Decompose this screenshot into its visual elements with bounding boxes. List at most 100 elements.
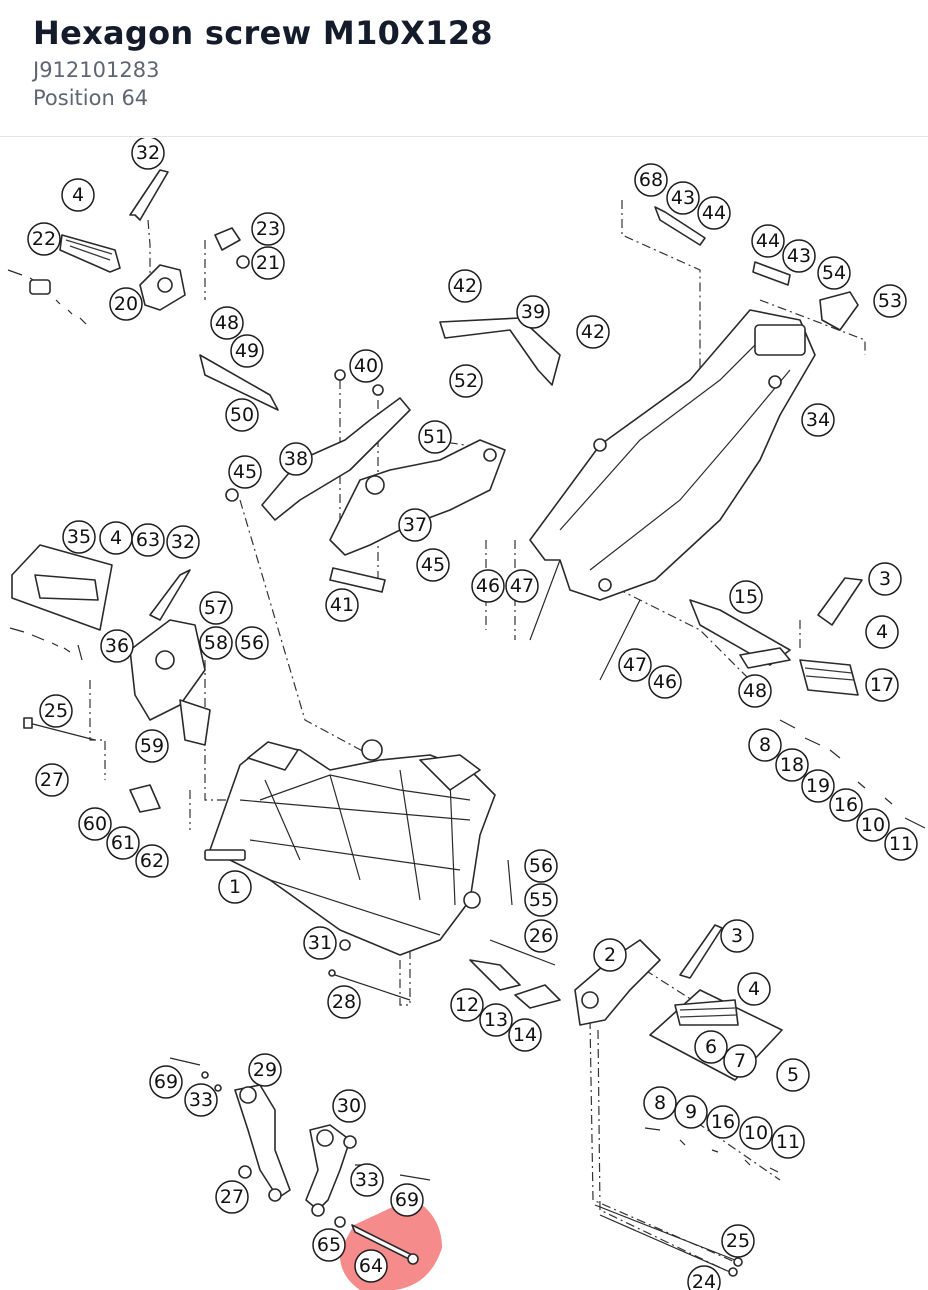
callout-32[interactable]: 32 (131, 138, 165, 170)
callout-47b[interactable]: 47 (618, 648, 652, 682)
callout-1[interactable]: 1 (218, 870, 252, 904)
callout-25a[interactable]: 25 (39, 694, 73, 728)
callout-42a[interactable]: 42 (448, 269, 482, 303)
callout-18[interactable]: 18 (775, 748, 809, 782)
callout-35[interactable]: 35 (62, 520, 96, 554)
callout-34[interactable]: 34 (801, 403, 835, 437)
callout-55[interactable]: 55 (524, 883, 558, 917)
callout-8b[interactable]: 8 (643, 1086, 677, 1120)
callout-32b[interactable]: 32 (166, 525, 200, 559)
callout-59[interactable]: 59 (135, 729, 169, 763)
callout-23[interactable]: 23 (251, 212, 285, 246)
callout-44a[interactable]: 44 (697, 196, 731, 230)
callout-26[interactable]: 26 (524, 919, 558, 953)
callout-33b[interactable]: 33 (350, 1163, 384, 1197)
svg-text:33: 33 (355, 1169, 379, 1191)
callout-42b[interactable]: 42 (576, 315, 610, 349)
svg-text:48: 48 (215, 312, 239, 334)
callout-44b[interactable]: 44 (751, 224, 785, 258)
callout-39[interactable]: 39 (516, 295, 550, 329)
callout-11a[interactable]: 11 (884, 827, 918, 861)
callout-4[interactable]: 4 (61, 178, 95, 212)
callout-46b[interactable]: 46 (648, 665, 682, 699)
callout-62[interactable]: 62 (135, 844, 169, 878)
callout-46a[interactable]: 46 (471, 569, 505, 603)
callout-15[interactable]: 15 (729, 580, 763, 614)
callout-56b[interactable]: 56 (524, 849, 558, 883)
svg-text:8: 8 (759, 734, 771, 756)
callout-37[interactable]: 37 (398, 508, 432, 542)
svg-text:45: 45 (233, 461, 257, 483)
callout-29[interactable]: 29 (248, 1053, 282, 1087)
callout-52[interactable]: 52 (449, 364, 483, 398)
callout-19[interactable]: 19 (801, 769, 835, 803)
callout-68[interactable]: 68 (634, 163, 668, 197)
callout-69a[interactable]: 69 (149, 1065, 183, 1099)
svg-text:19: 19 (806, 775, 830, 797)
svg-text:42: 42 (453, 275, 477, 297)
callout-10a[interactable]: 10 (856, 808, 890, 842)
callout-69b[interactable]: 69 (390, 1183, 424, 1217)
callout-60[interactable]: 60 (78, 807, 112, 841)
callout-65[interactable]: 65 (312, 1228, 346, 1262)
callout-41[interactable]: 41 (325, 588, 359, 622)
callout-63[interactable]: 63 (131, 523, 165, 557)
svg-text:57: 57 (204, 597, 228, 619)
callout-43b[interactable]: 43 (782, 239, 816, 273)
callout-17[interactable]: 17 (865, 668, 899, 702)
callout-45b[interactable]: 45 (416, 548, 450, 582)
callout-43a[interactable]: 43 (666, 181, 700, 215)
callout-47a[interactable]: 47 (505, 569, 539, 603)
callout-56a[interactable]: 56 (235, 626, 269, 660)
svg-text:30: 30 (337, 1095, 361, 1117)
callout-28[interactable]: 28 (327, 985, 361, 1019)
callout-36[interactable]: 36 (100, 629, 134, 663)
callout-16b[interactable]: 16 (706, 1105, 740, 1139)
callout-50[interactable]: 50 (225, 398, 259, 432)
callout-27a[interactable]: 27 (35, 763, 69, 797)
svg-text:68: 68 (639, 169, 663, 191)
callout-49[interactable]: 49 (230, 334, 264, 368)
callout-12[interactable]: 12 (450, 988, 484, 1022)
callout-20[interactable]: 20 (109, 287, 143, 321)
callout-13[interactable]: 13 (479, 1003, 513, 1037)
callout-16a[interactable]: 16 (829, 788, 863, 822)
callout-33a[interactable]: 33 (184, 1083, 218, 1117)
callout-14[interactable]: 14 (508, 1018, 542, 1052)
callout-64[interactable]: 64 (354, 1249, 388, 1283)
callout-31[interactable]: 31 (303, 926, 337, 960)
callout-61[interactable]: 61 (106, 826, 140, 860)
exploded-diagram[interactable]: 32 4 22 23 21 20 48 49 50 42 39 42 40 52… (0, 138, 928, 1290)
callout-9[interactable]: 9 (674, 1095, 708, 1129)
callout-4c[interactable]: 4 (865, 615, 899, 649)
callout-45a[interactable]: 45 (228, 455, 262, 489)
callout-22[interactable]: 22 (27, 222, 61, 256)
callout-25b[interactable]: 25 (721, 1224, 755, 1258)
callout-40[interactable]: 40 (349, 349, 383, 383)
callout-58[interactable]: 58 (199, 626, 233, 660)
callout-27b[interactable]: 27 (215, 1180, 249, 1214)
callout-30[interactable]: 30 (332, 1089, 366, 1123)
callout-48b[interactable]: 48 (738, 674, 772, 708)
callout-53[interactable]: 53 (873, 284, 907, 318)
callout-3b[interactable]: 3 (720, 919, 754, 953)
callout-48[interactable]: 48 (210, 306, 244, 340)
callout-38[interactable]: 38 (279, 442, 313, 476)
callout-51[interactable]: 51 (418, 420, 452, 454)
callout-11b[interactable]: 11 (771, 1125, 805, 1159)
callout-4b[interactable]: 4 (99, 521, 133, 555)
callout-4d[interactable]: 4 (737, 972, 771, 1006)
callout-7[interactable]: 7 (723, 1044, 757, 1078)
svg-text:58: 58 (204, 632, 228, 654)
callout-21[interactable]: 21 (251, 246, 285, 280)
callout-2[interactable]: 2 (593, 938, 627, 972)
callout-3a[interactable]: 3 (868, 562, 902, 596)
svg-text:37: 37 (403, 514, 427, 536)
callout-8a[interactable]: 8 (748, 728, 782, 762)
callout-54[interactable]: 54 (817, 256, 851, 290)
callout-10b[interactable]: 10 (739, 1116, 773, 1150)
callout-24[interactable]: 24 (687, 1265, 721, 1290)
callout-57[interactable]: 57 (199, 591, 233, 625)
callout-6[interactable]: 6 (694, 1030, 728, 1064)
callout-5[interactable]: 5 (776, 1058, 810, 1092)
